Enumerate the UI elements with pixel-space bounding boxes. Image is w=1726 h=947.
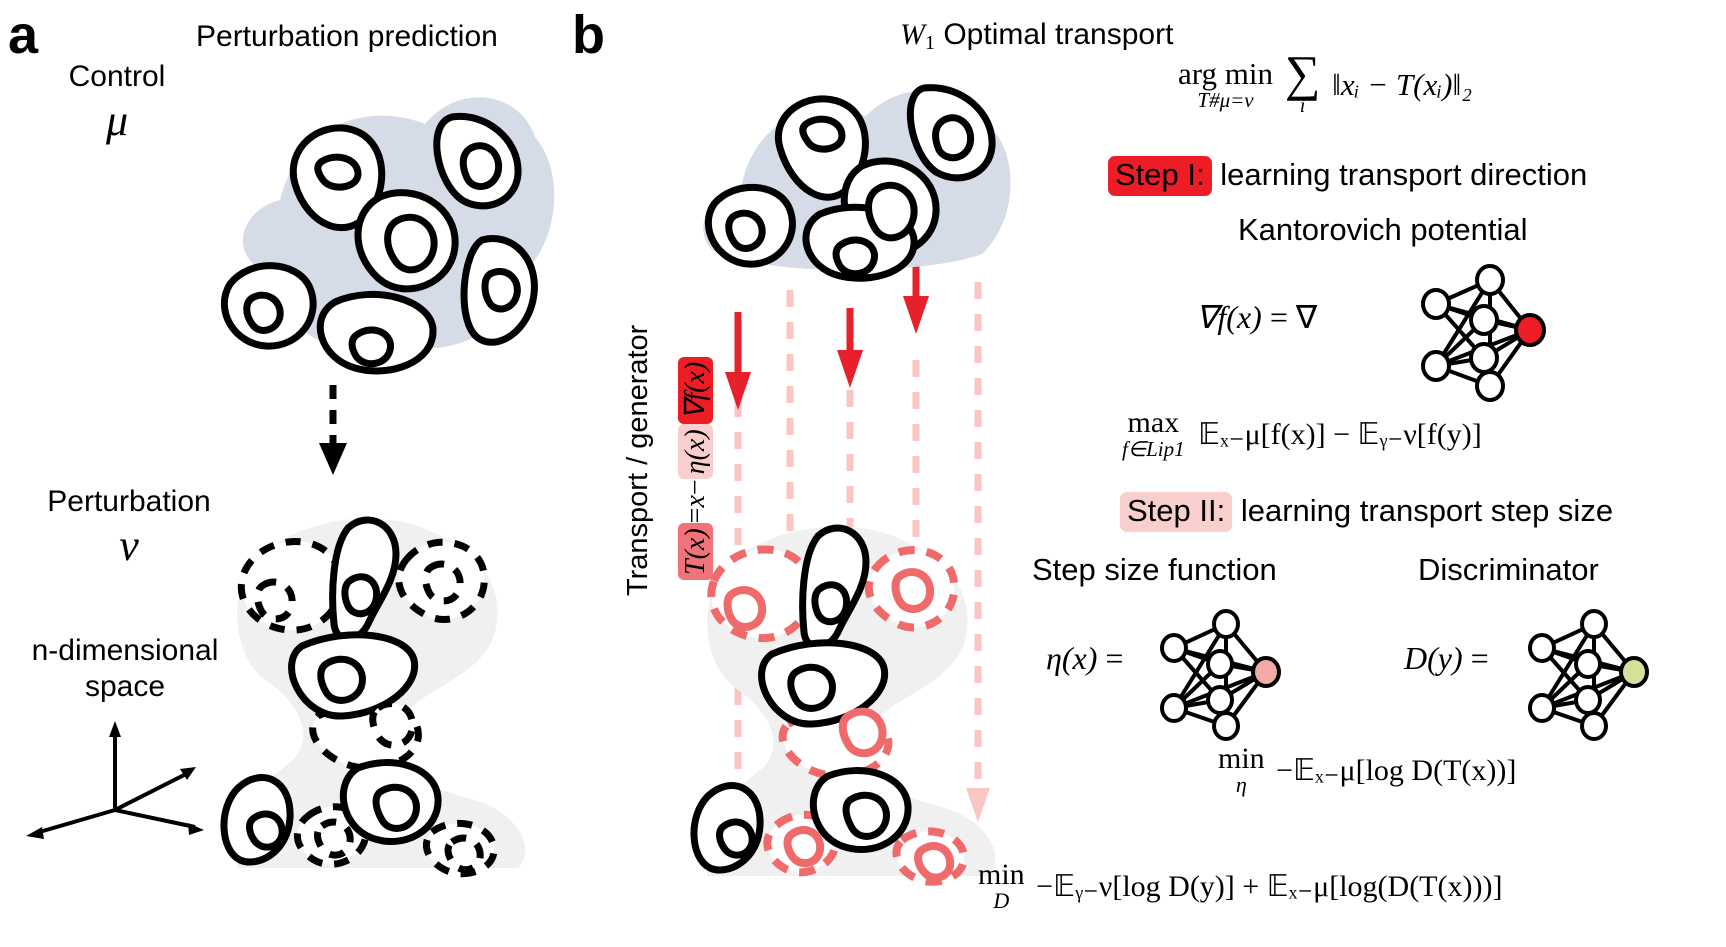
step-size-equation: η(x) = [1046,640,1123,677]
panel-a-perturbation-blob [220,516,526,878]
discriminator-equation: D(y) = [1404,640,1489,677]
objective-sum-symbol: ∑ [1284,45,1321,101]
panel-a-control-blob [220,97,555,375]
discriminator-objective-equation: min D −𝔼ᵧ₋ν[log D(y)] + 𝔼ₓ₋μ[log(D(T(x))… [978,858,1502,914]
objective-sum-index: i [1299,94,1306,117]
step-size-function-title: Step size function [1032,552,1277,587]
step-1-tag: Step I: [1108,156,1212,196]
n-dimensional-axes-icon [26,721,204,839]
discriminator-title: Discriminator [1418,552,1599,587]
step-1-text: learning transport direction [1220,157,1588,192]
eta-objective-min: min [1218,742,1265,775]
discriminator-objective-body: −𝔼ᵧ₋ν[log D(y)] + 𝔼ₓ₋μ[log(D(T(x)))] [1036,869,1503,903]
perturbation-symbol: ν [119,521,139,570]
panel-b-letter: b [572,5,605,65]
objective-body: ‖xᵢ − T(xᵢ)‖₂ [1332,66,1472,102]
discriminator-lhs: D(y) [1404,640,1463,676]
eta-objective-body: −𝔼ₓ₋μ[log D(T(x))] [1276,753,1517,787]
step-size-equals: = [1105,640,1124,676]
kantorovich-gradient-symbol: ∇ [1295,299,1318,335]
panel-b-title-rest: Optimal transport [935,18,1174,51]
kantorovich-potential-subtitle: Kantorovich potential [1238,212,1528,247]
discriminator-objective-variable: D [993,888,1010,913]
step-size-network-icon [1160,609,1281,741]
dual-constraint: f∈Lip1 [1122,437,1185,461]
panel-b-control-blob [703,84,1011,282]
step-2-text: learning transport step size [1240,493,1614,528]
panel-b-title: W1 Optimal transport [900,18,1173,55]
objective-constraint: T#μ=ν [1197,88,1254,113]
kantorovich-network-icon [1421,264,1546,402]
objective-equation: arg min T#μ=ν ∑ i ‖xᵢ − T(xᵢ)‖₂ [1178,45,1472,118]
dual-objective-equation: max f∈Lip1 𝔼ₓ₋μ[f(x)] − 𝔼ᵧ₋ν[f(y)] [1122,406,1482,462]
discriminator-equals: = [1470,640,1489,676]
eta-objective-variable: η [1235,772,1247,797]
step-2-heading: Step II: learning transport step size [1120,492,1613,532]
discriminator-network-icon [1528,609,1649,741]
perturbation-label: Perturbation [47,485,211,518]
objective-argmin: arg min [1178,56,1273,92]
step-size-lhs: η(x) [1046,640,1098,676]
panel-b-title-prefix: W [900,18,925,51]
kantorovich-equals: = [1269,299,1288,335]
control-symbol: μ [105,96,129,145]
panel-a-transition-arrow [319,385,347,475]
transport-generator-axis-label: Transport / generator [622,324,654,596]
panel-a-letter: a [8,5,39,65]
control-label: Control [68,60,166,93]
dual-body: 𝔼ₓ₋μ[f(x)] − 𝔼ᵧ₋ν[f(y)] [1198,417,1482,451]
panel-a-title: Perturbation prediction [196,20,498,53]
space-label-line2: space [84,670,166,703]
dual-max: max [1127,406,1180,439]
eta-objective-equation: min η −𝔼ₓ₋μ[log D(T(x))] [1218,742,1516,798]
step-2-tag: Step II: [1120,492,1233,532]
step-1-heading: Step I: learning transport direction [1108,156,1587,196]
kantorovich-lhs: ∇f(x) [1196,299,1262,335]
panel-b-title-subscript: 1 [925,32,935,54]
kantorovich-equation: ∇f(x) = ∇ [1196,298,1317,336]
panel-b-perturbation-blob [690,524,996,886]
space-label-line1: n-dimensional [31,634,219,667]
discriminator-objective-min: min [978,858,1025,891]
